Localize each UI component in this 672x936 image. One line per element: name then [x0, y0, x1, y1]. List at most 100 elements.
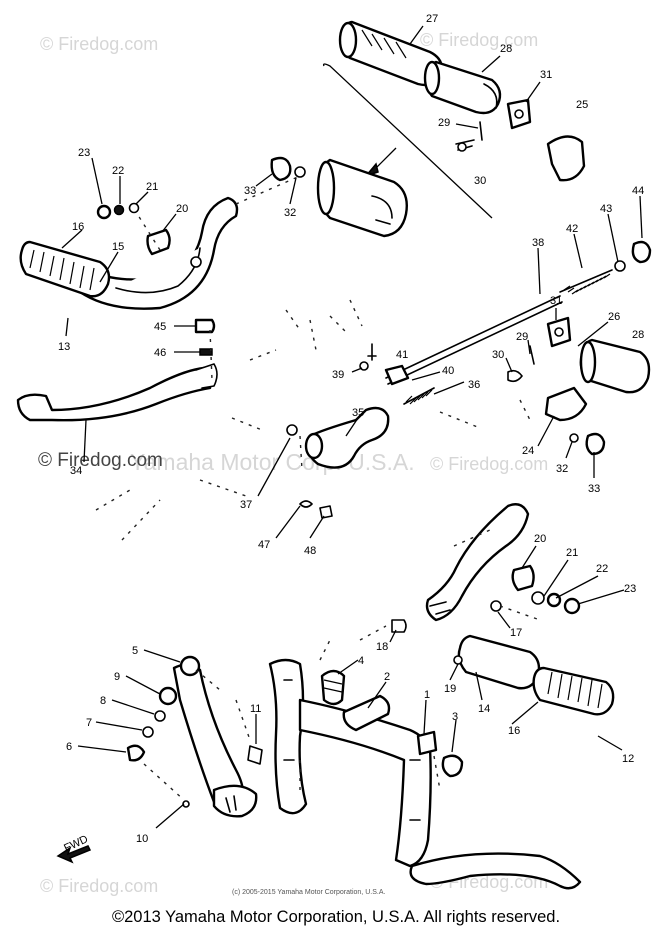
callout-19: 19 [444, 683, 456, 695]
callout-16-right: 16 [508, 725, 520, 737]
callout-23-right: 23 [624, 583, 636, 595]
grip-30 [316, 158, 408, 238]
callout-48: 48 [304, 545, 316, 557]
callout-31-top: 31 [540, 69, 552, 81]
callout-11: 11 [250, 703, 261, 715]
callout-28-right: 28 [632, 329, 644, 341]
callout-43: 43 [600, 203, 612, 215]
callout-41: 41 [396, 349, 408, 361]
footrest-bracket-right [425, 503, 530, 622]
callout-7: 7 [86, 717, 92, 729]
callout-2: 2 [384, 671, 390, 683]
callout-32-right: 32 [556, 463, 568, 475]
main-stand [268, 658, 582, 890]
callout-18: 18 [376, 641, 388, 653]
watermark-firedog-dark: © Firedog.com [38, 450, 163, 471]
footrest-bracket-left [78, 196, 239, 310]
callout-5: 5 [132, 645, 138, 657]
pin-17 [490, 600, 502, 612]
fwd-marker: FWD [56, 833, 92, 864]
grip-28-right [579, 338, 651, 394]
bolt-18 [391, 619, 407, 633]
callout-22-right: 22 [596, 563, 608, 575]
callout-4: 4 [358, 655, 364, 667]
stand-shaft-2 [342, 694, 391, 732]
callout-21-right: 21 [566, 547, 578, 559]
callout-1: 1 [424, 689, 430, 701]
callout-37: 37 [240, 499, 252, 511]
callout-6: 6 [66, 741, 72, 753]
callout-34: 34 [70, 465, 82, 477]
callout-20-left: 20 [176, 203, 188, 215]
callout-46: 46 [154, 347, 166, 359]
footrest-rubber-16-left [19, 240, 111, 298]
callout-47: 47 [258, 539, 270, 551]
nut-33-32-left [270, 156, 306, 182]
copyright-footer: ©2013 Yamaha Motor Corporation, U.S.A. A… [111, 908, 561, 926]
callout-39: 39 [332, 369, 344, 381]
leader-lines [61, 25, 643, 829]
watermark-firedog-bottom-left: © Firedog.com [40, 876, 158, 896]
adjuster-43-44 [614, 240, 652, 272]
callout-25: 25 [576, 99, 588, 111]
callout-20-right: 20 [534, 533, 546, 545]
bracket-25 [546, 135, 586, 182]
pin-29-30 [455, 121, 483, 152]
callout-36: 36 [468, 379, 480, 391]
pin-29-30-right [507, 345, 535, 383]
bracket-31-right [546, 316, 572, 348]
callout-3: 3 [452, 711, 458, 723]
brake-arm-35 [286, 406, 390, 469]
callout-22-left: 22 [112, 165, 124, 177]
callout-44: 44 [632, 185, 644, 197]
callout-21-left: 21 [146, 181, 158, 193]
callout-33-left: 33 [244, 185, 256, 197]
callout-29-right: 29 [516, 331, 528, 343]
watermark-firedog-top-left: © Firedog.com [40, 34, 158, 54]
callout-10: 10 [136, 833, 148, 845]
grip-27 [338, 20, 443, 87]
bolt-45-46 [194, 318, 216, 356]
callout-15: 15 [112, 241, 124, 253]
callout-24: 24 [522, 445, 534, 457]
nut-32-33-right [569, 432, 606, 456]
callout-12: 12 [622, 753, 634, 765]
cap-1-3 [416, 730, 464, 778]
callout-9: 9 [114, 671, 120, 683]
washers-21-22-23-left [96, 202, 140, 220]
watermark-firedog-top-right: © Firedog.com [420, 30, 538, 50]
callout-38: 38 [532, 237, 544, 249]
footrest-14-right [453, 634, 541, 690]
bracket-24 [544, 386, 588, 422]
callout-14: 14 [478, 703, 490, 715]
callout-29-top: 29 [438, 117, 450, 129]
callout-28-top: 28 [500, 43, 512, 55]
cotter-pin-10 [143, 763, 190, 808]
callout-42: 42 [566, 223, 578, 235]
callout-17: 17 [510, 627, 522, 639]
callout-8: 8 [100, 695, 106, 707]
callout-26: 26 [608, 311, 620, 323]
callout-40: 40 [442, 365, 454, 377]
callout-30-top: 30 [474, 175, 486, 187]
collar-20-right [511, 564, 535, 592]
grip-28-top [423, 60, 502, 115]
spring-hook-4 [320, 669, 346, 706]
brake-rod-38 [385, 269, 613, 385]
spring-36 [403, 387, 435, 405]
callout-numbers: 27 28 31 25 29 30 23 22 21 20 16 15 13 3… [58, 13, 644, 845]
pins-47-48 [299, 500, 333, 519]
footrest-rubber-16-right [532, 666, 615, 716]
callout-32-left: 32 [284, 207, 296, 219]
callout-33-right: 33 [588, 483, 600, 495]
pivot-collar-20-left [146, 228, 171, 256]
inset-copyright: (c) 2005-2015 Yamaha Motor Corporation, … [232, 889, 385, 896]
callout-35: 35 [352, 407, 364, 419]
side-stand-arm [172, 663, 258, 818]
brake-pedal-34 [16, 363, 218, 422]
callout-31-right: 31 [550, 295, 562, 307]
washers-21-22-23-right [531, 591, 581, 615]
callout-16-left: 16 [72, 221, 84, 233]
callout-13: 13 [58, 341, 70, 353]
